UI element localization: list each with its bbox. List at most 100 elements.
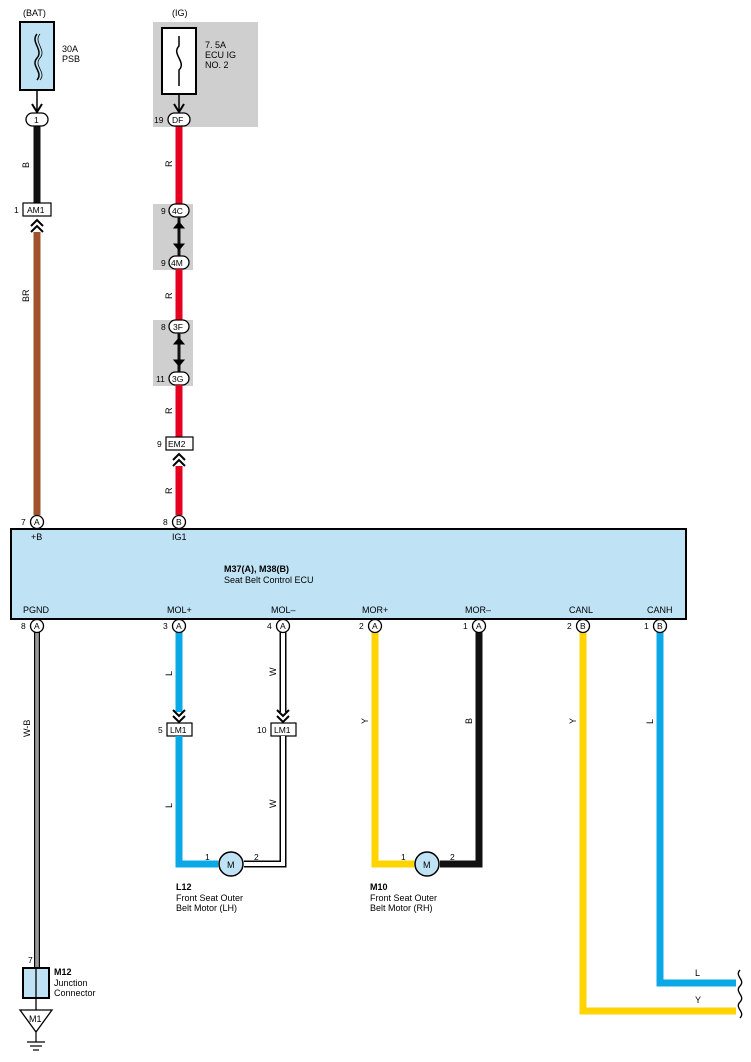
pin-conn: B bbox=[176, 517, 182, 527]
pin-num: 2 bbox=[359, 621, 364, 631]
bat-fuse-name: PSB bbox=[62, 54, 80, 64]
wire-mor-plus bbox=[371, 632, 414, 868]
bat-fuse-box bbox=[19, 21, 55, 91]
ig-pin-oval bbox=[167, 112, 191, 127]
bat-fuse-icon bbox=[34, 33, 40, 81]
ecu-box bbox=[10, 528, 687, 620]
ecu-top-pin-b: A 7 +B bbox=[21, 514, 45, 542]
lm1-left-pin: 5 bbox=[158, 725, 163, 735]
pin-num: 3 bbox=[163, 621, 168, 631]
wire-ig-seg1-label: R bbox=[164, 160, 174, 167]
wire-canh bbox=[656, 632, 736, 987]
ecu-bottom-pin-canh: B 1 bbox=[644, 618, 668, 634]
am1-pin: 1 bbox=[14, 205, 19, 215]
pin-num: 1 bbox=[644, 621, 649, 631]
c4c-4m-arrows-icon bbox=[172, 221, 186, 251]
ig-label: (IG) bbox=[172, 8, 188, 18]
junction-line2: Connector bbox=[54, 988, 96, 998]
wire-canl-end-label: Y bbox=[695, 995, 701, 1005]
wire-mol-minus-lower-label: W bbox=[268, 799, 278, 808]
ecu-bottom-pin-mor-plus: A 2 bbox=[359, 618, 383, 634]
c3f-name: 3F bbox=[173, 322, 183, 332]
ig-arrow-icon bbox=[173, 103, 185, 114]
wire-mol-plus-lower-label: L bbox=[164, 803, 174, 808]
em2-double-arrow-icon bbox=[172, 452, 186, 467]
c3g-name: 3G bbox=[172, 374, 183, 384]
pin-num: 8 bbox=[163, 517, 168, 527]
pin-conn: B bbox=[657, 621, 663, 631]
pin-conn: A bbox=[372, 621, 378, 631]
bat-arrow-icon bbox=[31, 103, 43, 114]
wire-mol-plus-upper-label: L bbox=[164, 671, 174, 676]
pin-conn: B bbox=[580, 621, 586, 631]
bat-pin-oval bbox=[25, 112, 49, 127]
motor-left-pin1: 1 bbox=[205, 852, 210, 862]
motor-right-line2: Belt Motor (RH) bbox=[370, 903, 433, 913]
lm1-left-double-arrow-icon bbox=[172, 709, 186, 724]
pin-label: +B bbox=[31, 532, 42, 542]
wire-bat-lower-label: BR bbox=[21, 289, 31, 302]
em2-connector bbox=[165, 436, 194, 451]
lm1-left-name: LM1 bbox=[170, 725, 187, 735]
c4c-pin: 9 bbox=[161, 206, 166, 216]
bat-fuse-rating: 30A bbox=[62, 44, 78, 54]
pin-label-mor-minus: MOR– bbox=[465, 605, 491, 615]
pin-label: IG1 bbox=[172, 532, 187, 542]
motor-left-pin2: 2 bbox=[254, 852, 259, 862]
ig-fuse-name: ECU IG bbox=[205, 50, 236, 60]
pin-num: 2 bbox=[567, 621, 572, 631]
bat-label: (BAT) bbox=[23, 8, 46, 18]
motor-right-icon bbox=[414, 851, 440, 877]
c4m-pin: 9 bbox=[161, 258, 166, 268]
ecu-title: M37(A), M38(B) bbox=[224, 564, 289, 574]
motor-left-icon bbox=[218, 851, 244, 877]
junction-pin: 7 bbox=[28, 955, 33, 965]
pin-conn: A bbox=[280, 621, 286, 631]
motor-left-line1: Front Seat Outer bbox=[176, 893, 243, 903]
bat-fuse-icon-outline bbox=[37, 33, 43, 81]
lm1-right-double-arrow-icon bbox=[276, 709, 290, 724]
pin-num: 1 bbox=[463, 621, 468, 631]
wire-ig-seg2-label: R bbox=[164, 292, 174, 299]
pin-label-pgnd: PGND bbox=[23, 605, 50, 615]
wire-mol-plus-lower bbox=[175, 736, 218, 868]
wire-canl bbox=[579, 632, 736, 1015]
motor-right-line1: Front Seat Outer bbox=[370, 893, 437, 903]
pin-label-canl: CANL bbox=[569, 605, 593, 615]
motor-left-id: L12 bbox=[176, 882, 192, 892]
pin-label-mor-plus: MOR+ bbox=[362, 605, 388, 615]
wire-mor-minus-label: B bbox=[464, 718, 474, 724]
ground-symbol-icon bbox=[27, 1032, 45, 1051]
c3f-pin: 8 bbox=[161, 322, 166, 332]
wire-pgnd-label: W-B bbox=[22, 720, 32, 737]
wire-canh-end-label: L bbox=[695, 968, 700, 978]
motor-left-line2: Belt Motor (LH) bbox=[176, 903, 237, 913]
junction-line1: Junction bbox=[54, 978, 88, 988]
pin-conn: A bbox=[34, 517, 40, 527]
bat-pin-num: 1 bbox=[34, 115, 39, 125]
ecu-bottom-pin-pgnd: A 8 bbox=[21, 618, 45, 634]
am1-double-arrow-icon bbox=[30, 218, 44, 233]
ground-label: M1 bbox=[29, 1014, 42, 1024]
wire-canh-label: L bbox=[645, 719, 655, 724]
ig-fuse-rating: 7. 5A bbox=[205, 40, 226, 50]
pin-conn: A bbox=[34, 621, 40, 631]
ig-pin-connector: DF bbox=[172, 115, 183, 125]
motor-right-symbol: M bbox=[423, 860, 431, 870]
c4c-name: 4C bbox=[172, 206, 183, 216]
wire-ig-seg4-label: R bbox=[164, 487, 174, 494]
wire-mol-minus-lower-inner bbox=[244, 736, 285, 866]
wire-break-icon bbox=[737, 969, 743, 1019]
pin-label-canh: CANH bbox=[647, 605, 673, 615]
lm1-right-name: LM1 bbox=[274, 725, 291, 735]
c4m-name: 4M bbox=[171, 258, 183, 268]
pin-num: 7 bbox=[21, 517, 26, 527]
c3f-3g-arrows-icon bbox=[172, 337, 186, 367]
ecu-bottom-pin-mol-minus: A 4 bbox=[267, 618, 291, 634]
am1-name: AM1 bbox=[27, 205, 45, 215]
em2-pin: 9 bbox=[157, 439, 162, 449]
motor-right-pin2: 2 bbox=[450, 852, 455, 862]
motor-right-id: M10 bbox=[370, 882, 388, 892]
ecu-bottom-pin-canl: B 2 bbox=[567, 618, 591, 634]
